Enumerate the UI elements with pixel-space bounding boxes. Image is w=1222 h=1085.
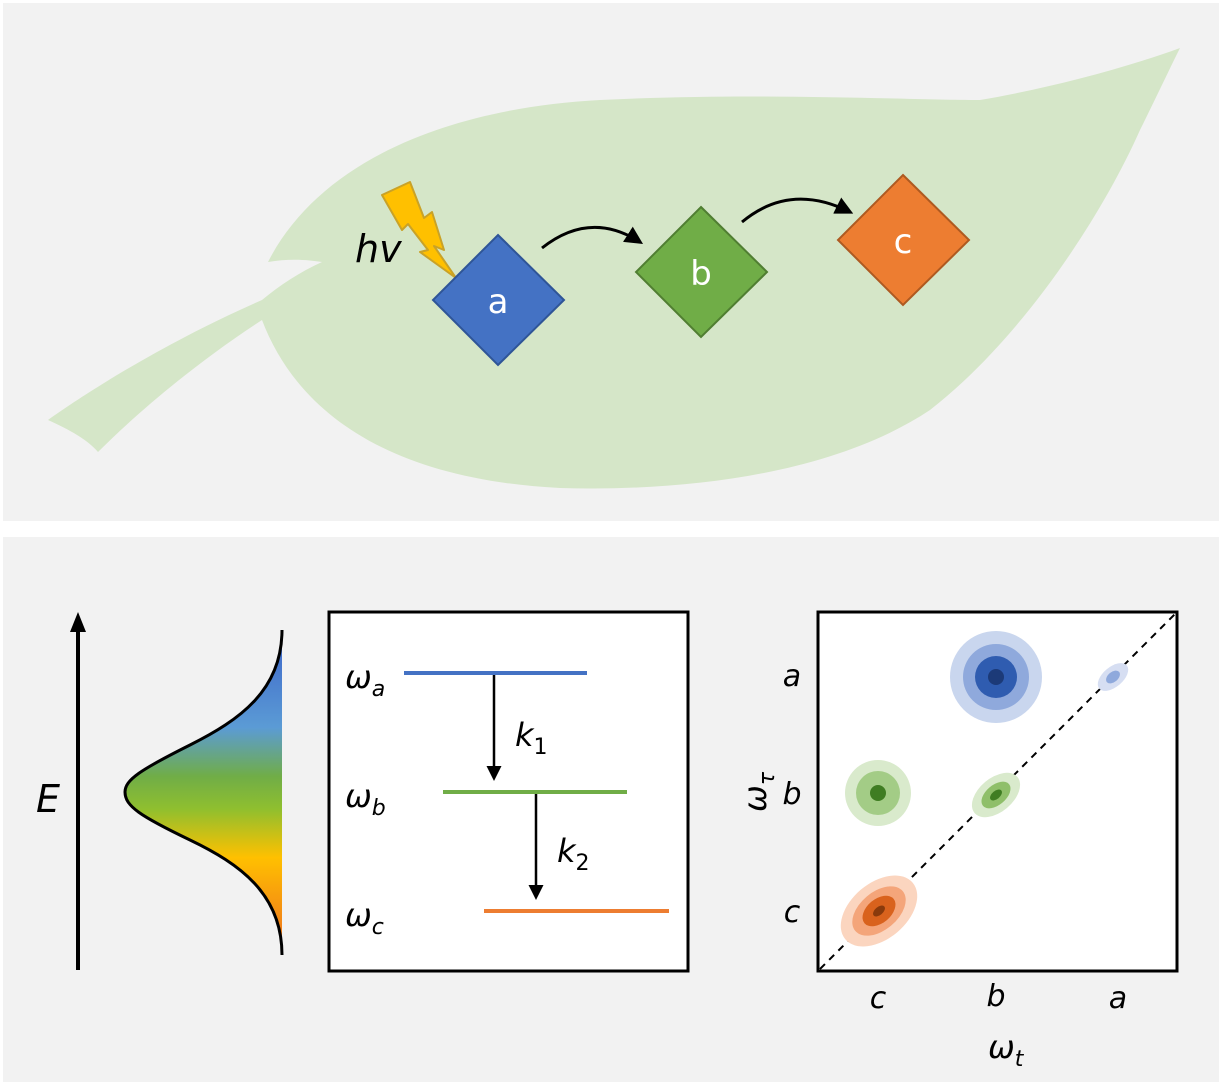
transfer-arrow-a-b	[541, 225, 644, 250]
node-a: a	[431, 233, 566, 367]
x-tick-a: a	[1109, 981, 1127, 1016]
node-c: c	[836, 173, 971, 307]
y-axis-label: ωτ	[736, 771, 780, 812]
level-c-label: ωc	[345, 896, 384, 940]
cross-peak-green	[845, 760, 911, 826]
cross-peak-blue	[950, 631, 1042, 723]
bottom-panel: E ωa ωb ωc k1 k2	[3, 537, 1219, 1082]
y-tick-a: a	[783, 659, 801, 694]
node-b: b	[634, 205, 769, 339]
x-tick-b: b	[986, 979, 1005, 1014]
y-tick-b: b	[782, 777, 801, 812]
energy-axis-arrowhead	[70, 612, 86, 632]
x-tick-c: c	[870, 981, 887, 1016]
node-a-label: a	[488, 282, 509, 322]
rate-k1-label: k1	[515, 716, 548, 760]
y-tick-c: c	[784, 895, 801, 930]
gaussian-outline	[123, 629, 284, 956]
level-b-label: ωb	[345, 777, 386, 821]
transfer-arrow-b-c	[741, 197, 854, 224]
leaf-shape	[48, 48, 1180, 489]
x-axis-label: ωt	[988, 1028, 1025, 1072]
energy-axis-label: E	[36, 777, 60, 821]
diagonal-peak-orange	[840, 875, 918, 947]
photon-label: hv	[355, 227, 402, 271]
level-a-label: ωa	[345, 658, 385, 702]
node-b-label: b	[690, 254, 712, 294]
node-c-label: c	[894, 222, 913, 262]
diagonal-peak-blue	[1097, 663, 1129, 691]
gaussian-spectrum	[125, 630, 282, 955]
lightning-bolt-icon	[381, 181, 457, 279]
top-panel: hv a b c	[3, 3, 1219, 521]
rate-k2-label: k2	[557, 832, 590, 876]
diagonal-peak-green	[971, 772, 1021, 818]
